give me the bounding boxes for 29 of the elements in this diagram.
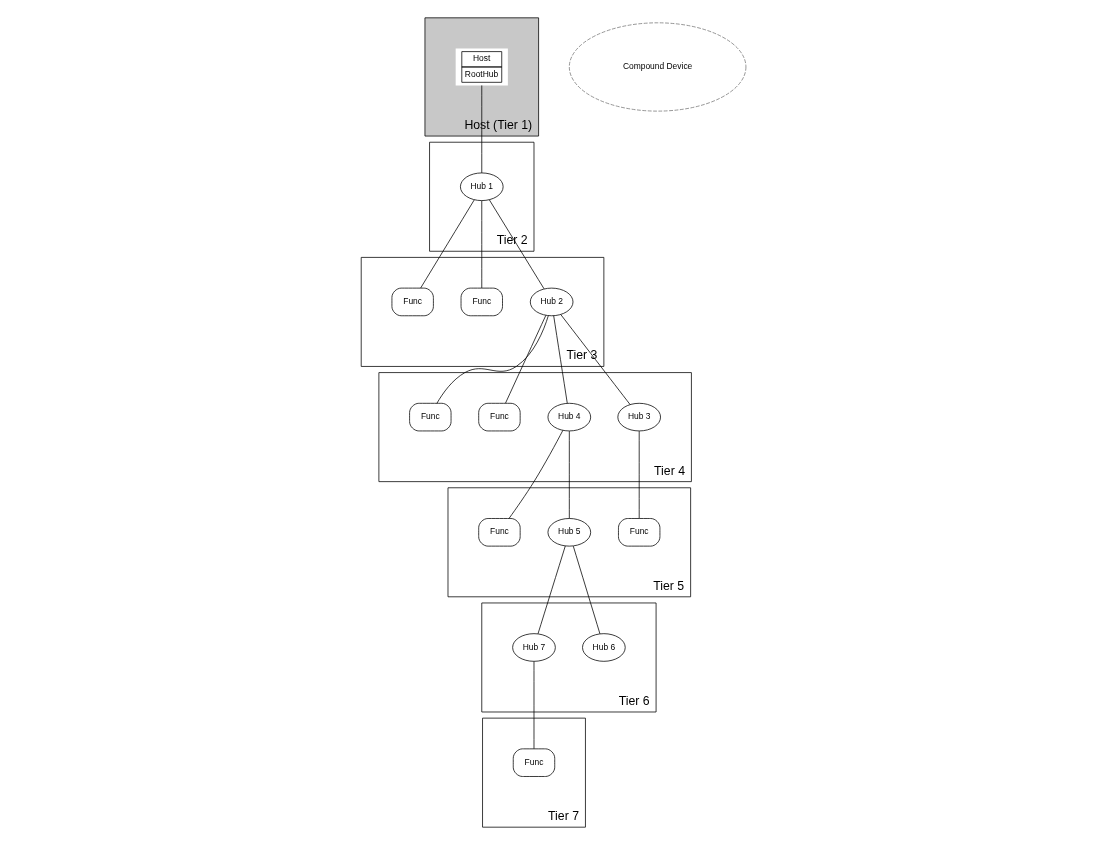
node-ellipse: Hub 6 [582, 633, 626, 662]
node-box: Func [460, 287, 503, 317]
connector [572, 545, 601, 635]
node-box: Func [478, 402, 521, 432]
node-ellipse: Compound Device [568, 22, 747, 112]
node-box: Func [409, 402, 452, 432]
node-box: Func [478, 518, 521, 547]
node-ellipse: Hub 5 [547, 518, 592, 547]
node-ellipse: Hub 1 [460, 172, 504, 201]
connector [533, 661, 535, 750]
node-ellipse: Hub 4 [547, 402, 592, 432]
node-ellipse: Hub 2 [529, 287, 574, 317]
node-box: Func [512, 748, 556, 777]
node-box: Func [618, 518, 661, 547]
node-ellipse: Hub 3 [617, 402, 661, 432]
connector [481, 200, 483, 289]
node-ellipse: Hub 7 [512, 633, 556, 662]
connector [508, 429, 564, 519]
connector [553, 315, 568, 404]
connector [481, 85, 483, 174]
node-box: Func [391, 287, 434, 317]
connector [560, 314, 631, 405]
connector [489, 199, 545, 290]
connector [537, 545, 566, 635]
connector [505, 314, 547, 404]
connector [638, 430, 640, 519]
connector [420, 199, 475, 289]
connector [568, 430, 570, 519]
connector [436, 315, 549, 404]
